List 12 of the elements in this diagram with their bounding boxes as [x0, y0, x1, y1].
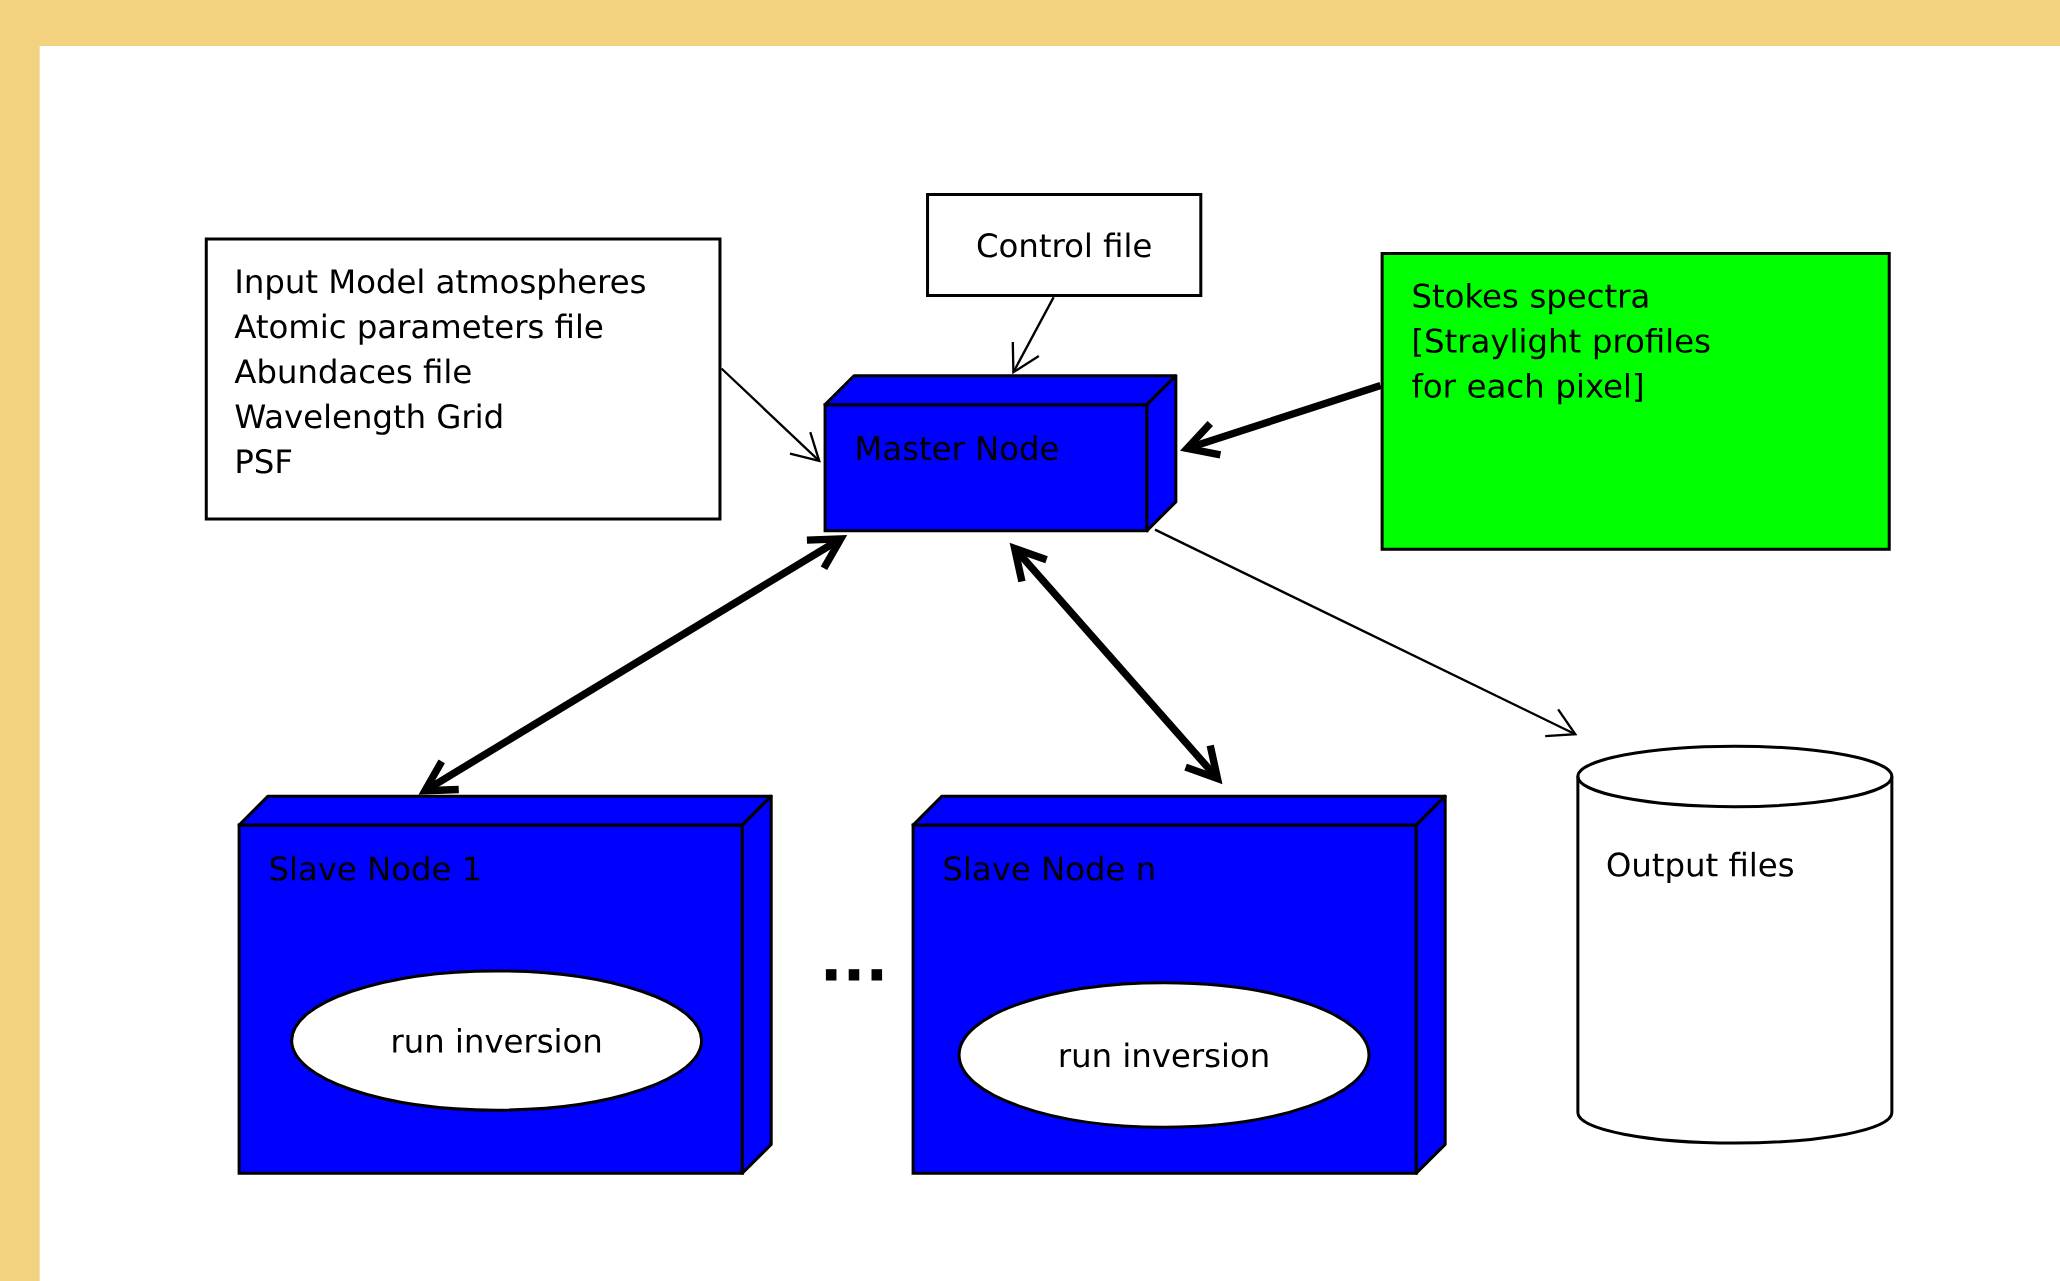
arrow	[1154, 528, 1578, 738]
arrow	[418, 534, 848, 795]
file-box: Control file	[926, 193, 1203, 298]
storage-cylinder: Output files	[1576, 744, 1894, 1145]
arrow	[720, 367, 821, 463]
arrow	[1179, 382, 1382, 459]
arrow	[1011, 296, 1055, 375]
text-box: Stokes spectra [Straylight profiles for each pixel]	[1380, 252, 1891, 551]
text-box: Input Model atmospheres Atomic parameters file Abundaces file Wavelength Grid PSF	[204, 237, 722, 521]
node-box: Master Node	[823, 374, 1178, 533]
arrow	[1009, 542, 1223, 785]
ellipsis-label: ...	[825, 969, 883, 981]
